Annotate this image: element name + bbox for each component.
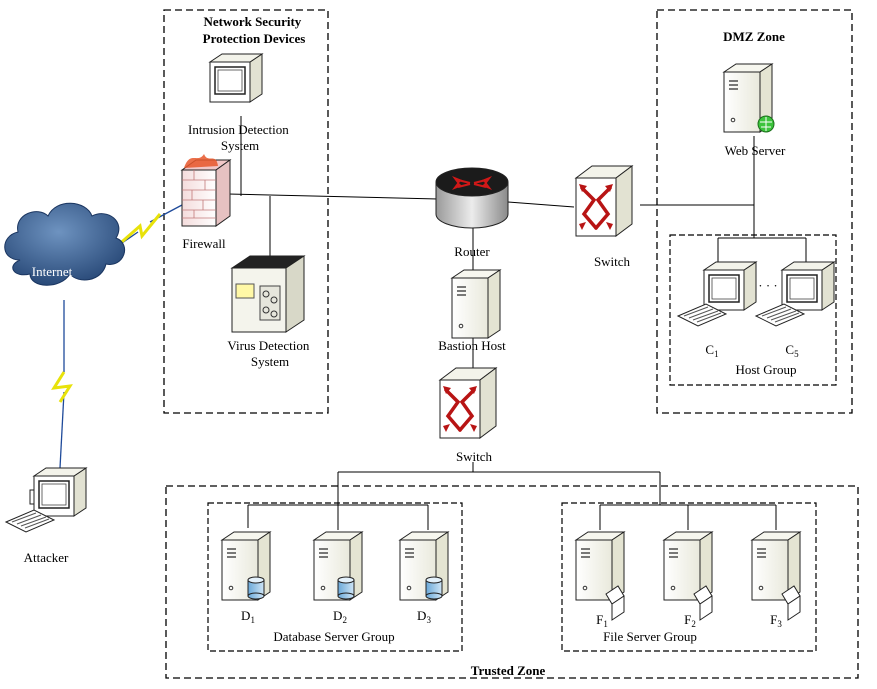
- db-server-d2-icon: [313, 531, 363, 601]
- db-server-d2-label: D2: [333, 608, 347, 625]
- trusted-zone-title: Trusted Zone: [471, 663, 546, 678]
- db-server-d1-icon: [221, 531, 271, 601]
- router-icon: [435, 167, 509, 229]
- connection-lines: [59, 116, 807, 530]
- host-c1-label: C1: [705, 342, 718, 359]
- firewall-icon: [180, 154, 232, 227]
- router-label: Router: [454, 244, 490, 259]
- dmz-switch-icon: [574, 164, 634, 238]
- file-server-f3-icon: [751, 531, 801, 621]
- attacker-computer-icon: [5, 467, 87, 533]
- virus-detection-label: Virus Detection System: [227, 338, 312, 369]
- trusted-zone-boundary: [165, 485, 859, 679]
- db-server-d1-label: D1: [241, 608, 255, 625]
- db-group-title: Database Server Group: [273, 629, 394, 644]
- bastion-host-server-icon: [451, 269, 501, 339]
- file-group-boundary: [561, 502, 817, 652]
- protection-zone-boundary: [163, 9, 329, 414]
- file-server-f1-icon: [575, 531, 625, 621]
- file-server-f2-icon: [663, 531, 713, 621]
- wireless-link-icon: [51, 371, 73, 403]
- host-group-boundary: [669, 234, 837, 386]
- protection-zone-title: Network Security Protection Devices: [203, 14, 306, 46]
- firewall-label: Firewall: [182, 236, 226, 251]
- core-switch-icon: [438, 366, 498, 440]
- file-server-f2-label: F2: [684, 612, 696, 629]
- bastion-host-label: Bastion Host: [438, 338, 506, 353]
- host-c5-computer-icon: [755, 261, 835, 327]
- file-server-f3-label: F3: [770, 612, 782, 629]
- db-server-d3-icon: [399, 531, 449, 601]
- dmz-switch-label: Switch: [594, 254, 631, 269]
- web-server-label: Web Server: [725, 143, 786, 158]
- virus-detection-device-icon: [230, 255, 306, 333]
- wireless-link-icon: [107, 213, 162, 256]
- file-server-f1-label: F1: [596, 612, 608, 629]
- db-server-d3-label: D3: [417, 608, 431, 625]
- host-ellipsis: · · ·: [758, 278, 778, 293]
- web-server-icon: [723, 63, 775, 133]
- host-group-title: Host Group: [735, 362, 796, 377]
- ids-monitor-icon: [209, 53, 263, 103]
- dmz-zone-title: DMZ Zone: [723, 29, 785, 44]
- db-group-boundary: [207, 502, 463, 652]
- core-switch-label: Switch: [456, 449, 493, 464]
- ids-label: Intrusion Detection System: [188, 122, 292, 153]
- attacker-label: Attacker: [24, 550, 69, 565]
- dmz-zone-boundary: [656, 9, 853, 414]
- host-c5-label: C5: [785, 342, 799, 359]
- file-group-title: File Server Group: [603, 629, 697, 644]
- internet-label: Internet: [32, 264, 73, 279]
- internet-cloud-icon: [4, 202, 126, 286]
- host-c1-computer-icon: [677, 261, 757, 327]
